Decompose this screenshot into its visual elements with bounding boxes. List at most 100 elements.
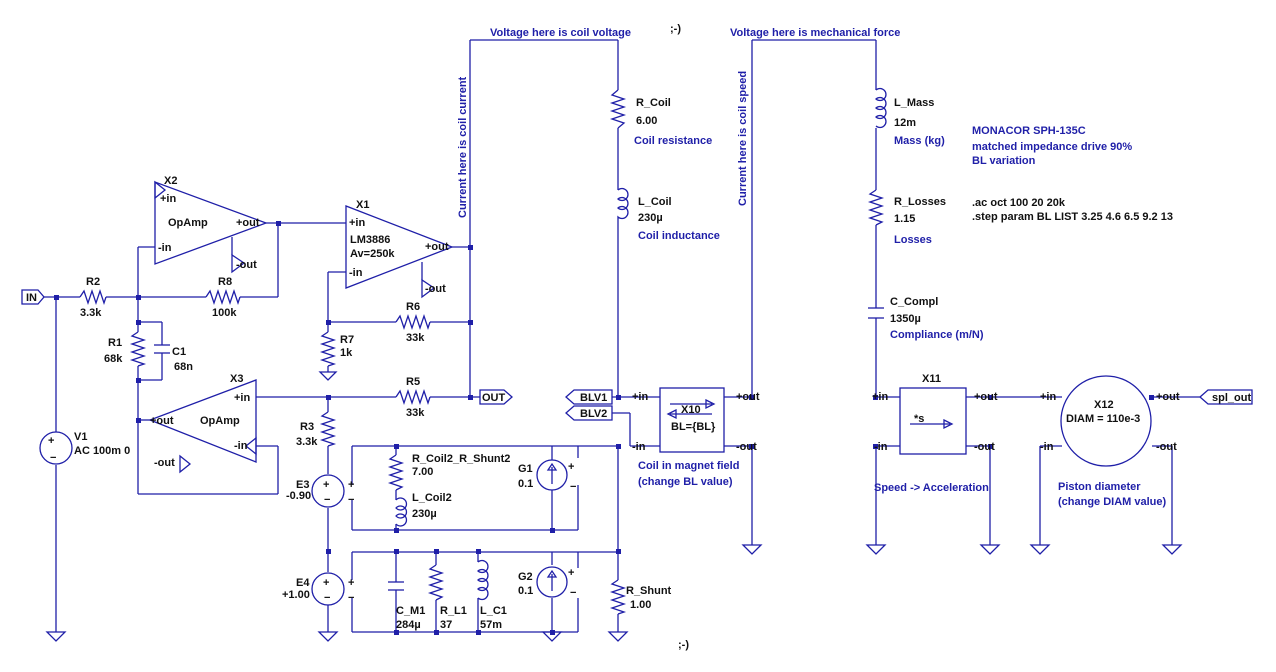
label-rlosses-desc: Losses (894, 234, 932, 246)
source-v1-name: V1 (74, 431, 87, 443)
port-in[interactable]: IN (21, 289, 45, 305)
svg-text:+: + (348, 577, 354, 589)
ground-icon (317, 631, 339, 642)
inductor-symbols (395, 87, 887, 601)
svg-text:+: + (568, 461, 574, 473)
resistor-r7-icon (319, 331, 337, 367)
opamp-x1-pin-out-minus: -out (425, 283, 446, 295)
source-e4[interactable]: + − + − E4 +1.00 (282, 572, 354, 606)
svg-text:+: + (323, 577, 329, 589)
minus-out-arrow-icon (231, 253, 246, 274)
block-x10-pin-in-plus: +in (632, 391, 648, 403)
resistor-rlosses-icon (867, 189, 885, 226)
source-e4-value: +1.00 (282, 589, 310, 601)
opamp-x1-pin-in-minus: -in (349, 267, 363, 279)
ground-icon (541, 631, 563, 642)
label-rshunt-value: 1.00 (630, 599, 651, 611)
ground-icon (45, 631, 67, 642)
source-e4-name: E4 (296, 577, 310, 589)
opamp-x3-name: X3 (230, 373, 243, 385)
source-v1[interactable]: + − V1 AC 100m 0 (39, 431, 130, 465)
svg-text:−: − (570, 481, 576, 493)
opamp-x1[interactable]: X1 +in LM3886 Av=250k +out -in -out (345, 199, 454, 295)
opamp-x2-pin-in-plus: +in (160, 193, 176, 205)
ground-icon (607, 631, 629, 642)
minus-out-arrow-icon (179, 454, 192, 474)
label-r2-name: R2 (86, 276, 100, 288)
note-coil-voltage: Voltage here is coil voltage (490, 27, 631, 39)
label-rcoil-name: R_Coil (636, 97, 671, 109)
resistor-r8-icon (205, 288, 241, 306)
opamp-x3[interactable]: X3 +in +out OpAmp -in -out (148, 373, 257, 469)
source-g1[interactable]: + − G1 0.1 (518, 459, 576, 493)
source-e3[interactable]: + − + − E3 -0.90 (286, 474, 354, 508)
note-coil-current: Current here is coil current (457, 76, 469, 218)
label-rcoil-value: 6.00 (636, 115, 657, 127)
block-x10-desc2: (change BL value) (638, 476, 733, 488)
svg-text:−: − (348, 592, 354, 604)
block-x12[interactable]: X12 DIAM = 110e-3 +in -in +out -out Pist… (1040, 375, 1180, 508)
grounds (45, 253, 1183, 642)
label-r1-value: 68k (104, 353, 123, 365)
resistor-r2-icon (79, 288, 107, 306)
opamp-x2[interactable]: X2 +in OpAmp +out -in -out (154, 175, 268, 271)
opamp-x2-pin-in-minus: -in (158, 242, 172, 254)
block-x10-pin-out-minus: -out (736, 441, 757, 453)
port-out[interactable]: OUT (479, 389, 513, 405)
block-x10[interactable]: X10 BL={BL} +in -in +out -out Coil in ma… (632, 387, 760, 488)
inductor-lcoil-icon (617, 187, 629, 225)
label-cm1-name: C_M1 (396, 605, 425, 617)
port-blv1[interactable]: BLV1 (565, 389, 613, 405)
label-r1-name: R1 (108, 337, 122, 349)
label-lc1-value: 57m (480, 619, 502, 631)
label-rshunt-name: R_Shunt (626, 585, 672, 597)
label-rlosses-name: R_Losses (894, 196, 946, 208)
opamp-x1-gain: Av=250k (350, 248, 395, 260)
note-mech-force: Voltage here is mechanical force (730, 27, 900, 39)
info-variation: BL variation (972, 155, 1036, 167)
opamp-x3-pin-out-plus: +out (150, 415, 174, 427)
source-g2-name: G2 (518, 571, 533, 583)
block-x11-value: *s (914, 413, 924, 425)
svg-text:+: + (568, 567, 574, 579)
opamp-x1-part: LM3886 (350, 234, 390, 246)
opamp-x1-pin-out-plus: +out (425, 241, 449, 253)
note-smiley-top: ;-) (670, 23, 681, 35)
info-step-command: .step param BL LIST 3.25 4.6 6.5 9.2 13 (972, 211, 1173, 223)
opamp-x3-pin-in-minus: -in (234, 440, 248, 452)
ground-icon (1161, 544, 1183, 555)
label-r6-value: 33k (406, 332, 425, 344)
annotations: Voltage here is coil voltage ;-) Voltage… (457, 23, 1173, 651)
source-g2[interactable]: + − G2 0.1 (518, 566, 576, 599)
port-blv2[interactable]: BLV2 (565, 405, 613, 421)
label-r2-value: 3.3k (80, 307, 102, 319)
label-c1-value: 68n (174, 361, 193, 373)
opamp-x3-type: OpAmp (200, 415, 240, 427)
resistor-symbols (79, 89, 885, 615)
inductor-lmass-icon (875, 87, 887, 129)
label-lcoil2-value: 230µ (412, 508, 437, 520)
block-x12-value: DIAM = 110e-3 (1066, 413, 1140, 425)
inductor-lc1-icon (477, 559, 489, 601)
label-r6-name: R6 (406, 301, 420, 313)
block-x11[interactable]: X11 *s +in -in +out -out Speed -> Accele… (872, 373, 998, 494)
label-lmass-name: L_Mass (894, 97, 934, 109)
label-rcoil2-name: R_Coil2_R_Shunt2 (412, 453, 510, 465)
source-e3-value: -0.90 (286, 490, 311, 502)
port-spl-out[interactable]: spl_out (1199, 389, 1253, 405)
block-x12-pin-in-plus: +in (1040, 391, 1056, 403)
block-x12-desc1: Piston diameter (1058, 481, 1141, 493)
block-x10-value: BL={BL} (671, 421, 716, 433)
svg-text:+: + (348, 479, 354, 491)
block-x10-desc1: Coil in magnet field (638, 460, 739, 472)
label-ccompl-value: 1350µ (890, 313, 921, 325)
label-rcoil-desc: Coil resistance (634, 135, 712, 147)
label-r5-name: R5 (406, 376, 420, 388)
svg-text:−: − (348, 494, 354, 506)
svg-text:−: − (324, 592, 330, 604)
label-lmass-desc: Mass (kg) (894, 135, 945, 147)
resistor-r1-icon (129, 331, 147, 367)
component-labels: R2 3.3k R8 100k R1 68k C1 68n R7 1k R6 3… (80, 97, 984, 631)
resistor-rcoil2-icon (387, 454, 405, 491)
